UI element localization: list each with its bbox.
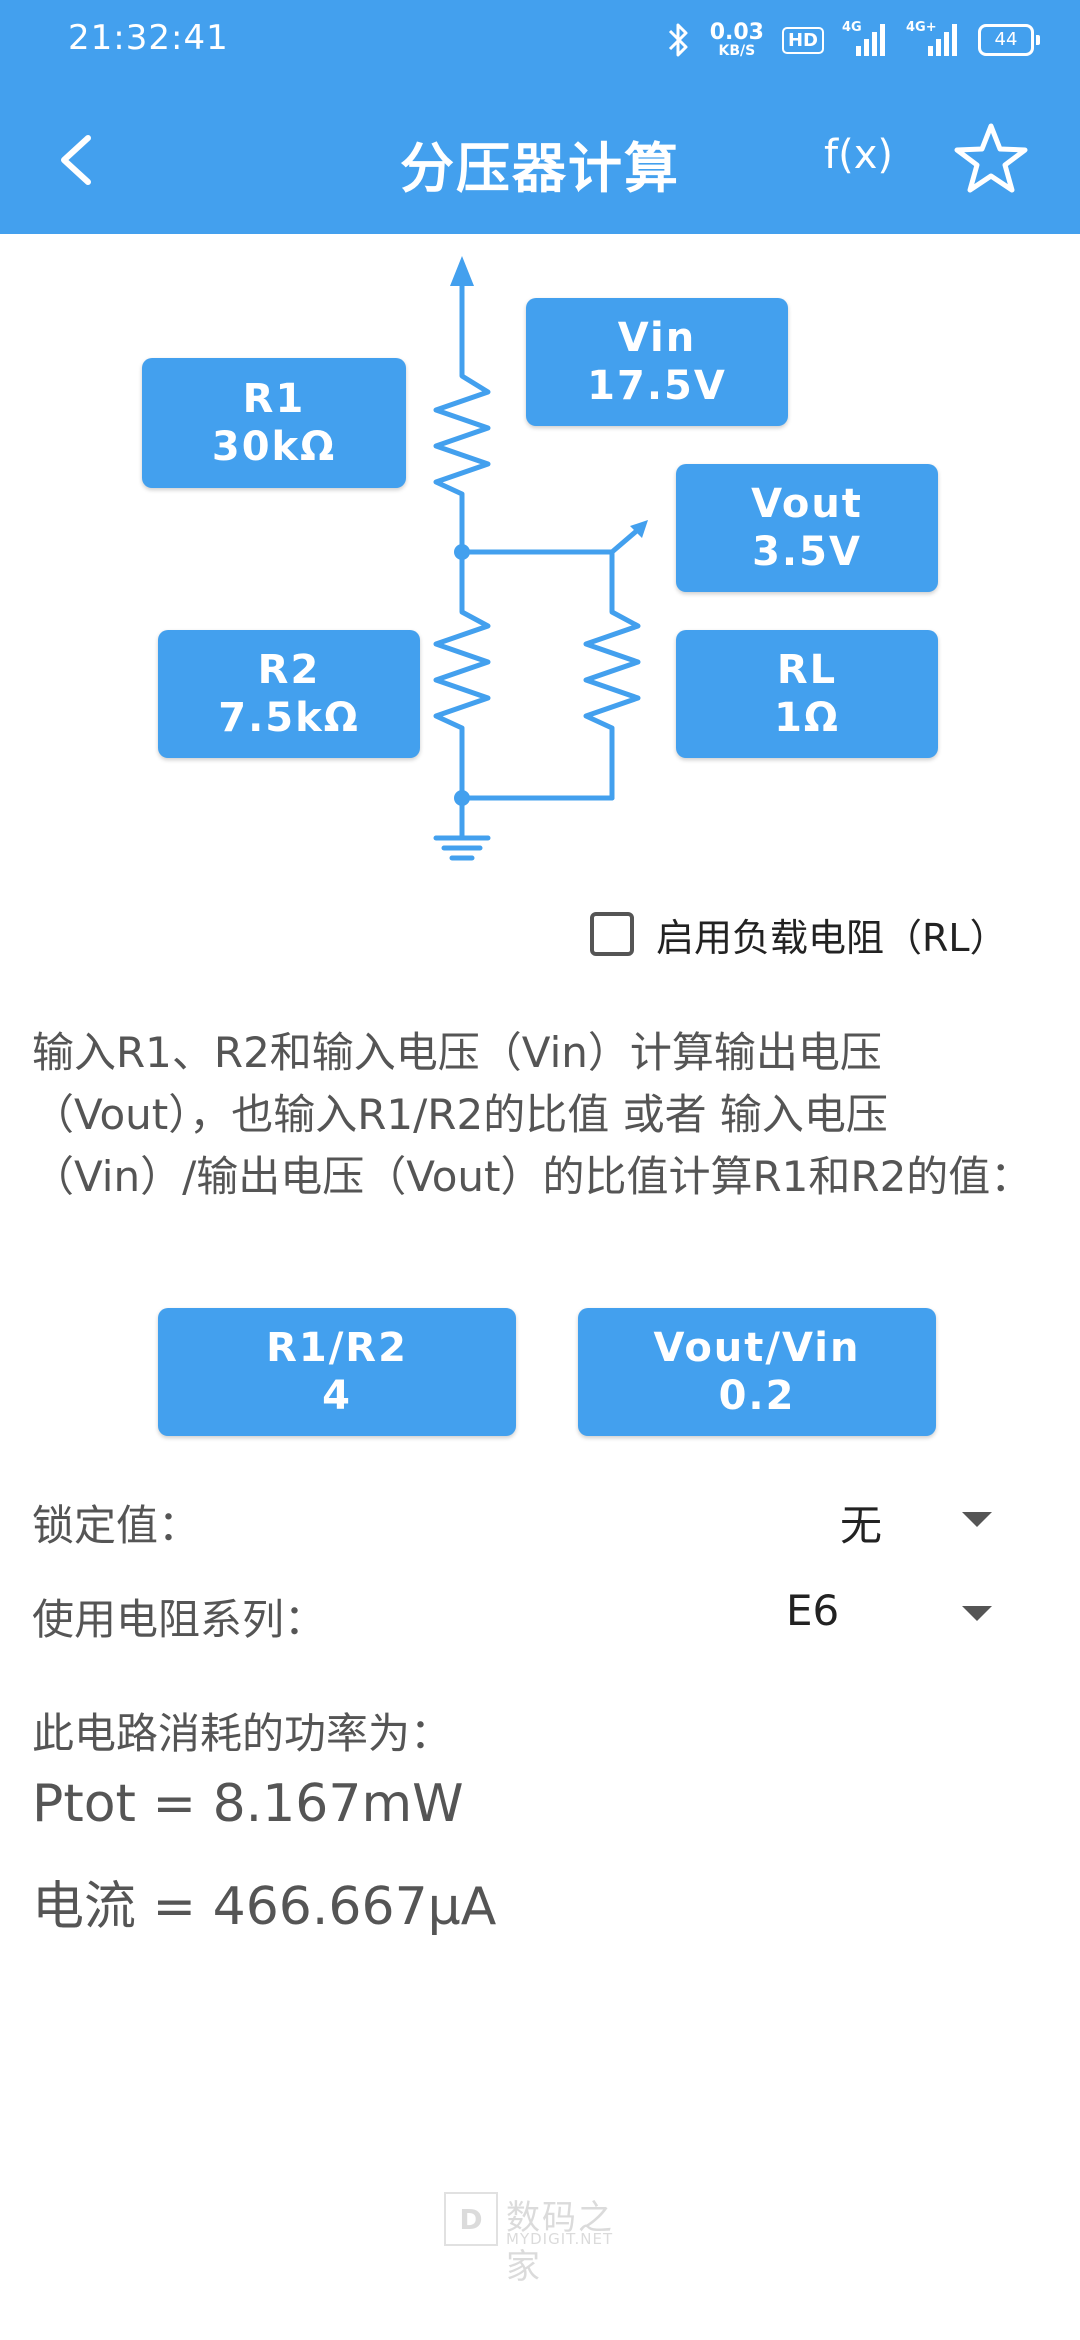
signal-icon: 4G+ <box>906 20 960 60</box>
formula-button[interactable]: f(x) <box>824 132 893 178</box>
r2-button[interactable]: R2 7.5kΩ <box>158 630 420 758</box>
circuit-diagram: R1 30kΩ Vin 17.5V Vout 3.5V R2 7.5kΩ RL … <box>0 234 1080 894</box>
resistor-series-select[interactable]: E6 <box>786 1586 840 1635</box>
battery-level: 44 <box>978 24 1034 56</box>
status-icons: 0.03 KB/S HD 4G 4G+ <box>666 18 1040 62</box>
net-speed: 0.03 KB/S <box>709 20 764 59</box>
description-text: 输入R1、R2和输入电压（Vin）计算输出电压（Vout），也输入R1/R2的比… <box>32 1028 1033 1201</box>
status-time: 21:32:41 <box>68 18 229 58</box>
vout-vin-ratio-button[interactable]: Vout/Vin 0.2 <box>578 1308 936 1436</box>
vin-value: 17.5V <box>587 363 727 409</box>
vout-vin-ratio-value: 0.2 <box>718 1373 796 1419</box>
app-header: 21:32:41 0.03 KB/S HD 4G <box>0 0 1080 234</box>
vout-vin-ratio-name: Vout/Vin <box>653 1325 861 1371</box>
vout-value: 3.5V <box>752 529 862 575</box>
watermark-logo: D <box>444 2192 498 2246</box>
r1-r2-ratio-value: 4 <box>322 1373 352 1419</box>
load-resistor-toggle[interactable]: 启用负载电阻（RL） <box>590 906 1008 962</box>
star-icon[interactable] <box>952 120 1030 198</box>
r1-button[interactable]: R1 30kΩ <box>142 358 406 488</box>
back-arrow-icon[interactable] <box>48 120 108 200</box>
power-heading: 此电路消耗的功率为： <box>32 1709 453 1758</box>
rl-button[interactable]: RL 1Ω <box>676 630 938 758</box>
r2-value: 7.5kΩ <box>218 695 360 741</box>
r1-name: R1 <box>242 376 306 422</box>
chevron-down-icon[interactable] <box>962 1512 992 1527</box>
current-result: 电流 = 466.667μA <box>32 1877 497 1937</box>
net-speed-unit: KB/S <box>718 43 756 59</box>
lock-value-select[interactable]: 无 <box>840 1501 883 1550</box>
r1-r2-ratio-name: R1/R2 <box>266 1325 408 1371</box>
chevron-down-icon[interactable] <box>962 1606 992 1621</box>
page-title: 分压器计算 <box>400 137 680 200</box>
lock-value-label: 锁定值： <box>32 1501 201 1550</box>
rl-name: RL <box>776 647 838 693</box>
signal2-label: 4G+ <box>906 20 937 35</box>
net-speed-value: 0.03 <box>709 20 764 45</box>
ptot-result: Ptot = 8.167mW <box>32 1774 464 1834</box>
vout-button[interactable]: Vout 3.5V <box>676 464 938 592</box>
circuit-schematic <box>433 256 648 861</box>
hd-badge: HD <box>781 26 824 54</box>
status-bar: 21:32:41 0.03 KB/S HD 4G <box>0 0 1080 80</box>
load-resistor-checkbox[interactable] <box>590 912 634 956</box>
watermark-cn: 数码之家 <box>506 2198 614 2287</box>
r1-value: 30kΩ <box>211 424 337 470</box>
watermark-en: MYDIGIT.NET <box>506 2230 614 2248</box>
vout-name: Vout <box>751 481 863 527</box>
r1-r2-ratio-button[interactable]: R1/R2 4 <box>158 1308 516 1436</box>
signal1-label: 4G <box>842 20 862 35</box>
resistor-series-label: 使用电阻系列： <box>32 1595 327 1644</box>
vin-name: Vin <box>617 315 697 361</box>
watermark: D 数码之家 MYDIGIT.NET <box>444 2192 640 2287</box>
vin-button[interactable]: Vin 17.5V <box>526 298 788 426</box>
r2-name: R2 <box>257 647 321 693</box>
signal-icon: 4G <box>842 20 888 60</box>
load-resistor-label: 启用负载电阻（RL） <box>656 915 1008 960</box>
bluetooth-icon <box>668 23 688 57</box>
battery-icon: 44 <box>978 24 1040 56</box>
rl-value: 1Ω <box>774 695 840 741</box>
